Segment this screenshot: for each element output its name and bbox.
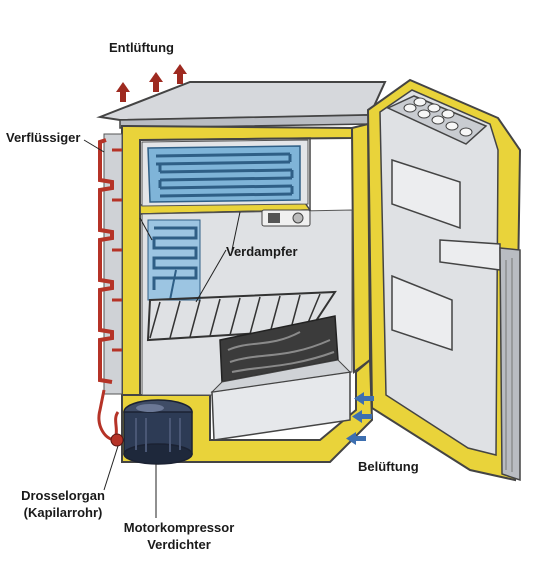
wire-shelf [146, 290, 337, 342]
leader-lines [83, 139, 241, 518]
arrow-left-icon [352, 410, 372, 423]
label-motorkompressor: Motorkompressor Verdichter [104, 519, 254, 553]
arrow-up-icon [149, 72, 163, 92]
label-entlueftung: Entlüftung [109, 40, 174, 55]
capillary-tube [97, 389, 124, 447]
label-drosselorgan-line1: Drosselorgan [21, 488, 105, 503]
evaporator-back-wall [147, 219, 201, 301]
arrow-up-icon [173, 64, 187, 84]
vent-arrows-in [346, 392, 374, 445]
label-verfluessiger: Verflüssiger [6, 130, 81, 145]
arrow-left-icon [346, 432, 366, 445]
vent-arrows-out [116, 64, 187, 102]
label-belueftung: Belüftung [358, 459, 419, 474]
evaporator-freezer [147, 145, 301, 203]
top-panel [96, 81, 387, 129]
open-door [366, 78, 522, 482]
label-drosselorgan: Drosselorgan (Kapilarrohr) [0, 487, 126, 521]
arrow-up-icon [116, 82, 130, 102]
label-verdampfer: Verdampfer [226, 244, 298, 259]
label-motorkompressor-line1: Motorkompressor [123, 520, 235, 535]
compressor [123, 399, 193, 465]
thermostat-box [261, 209, 311, 227]
condenser [98, 133, 123, 395]
arrow-left-icon [354, 392, 374, 405]
label-motorkompressor-line2: Verdichter [147, 537, 211, 552]
label-drosselorgan-line2: (Kapilarrohr) [23, 505, 103, 520]
vegetable-drawer [210, 315, 352, 441]
